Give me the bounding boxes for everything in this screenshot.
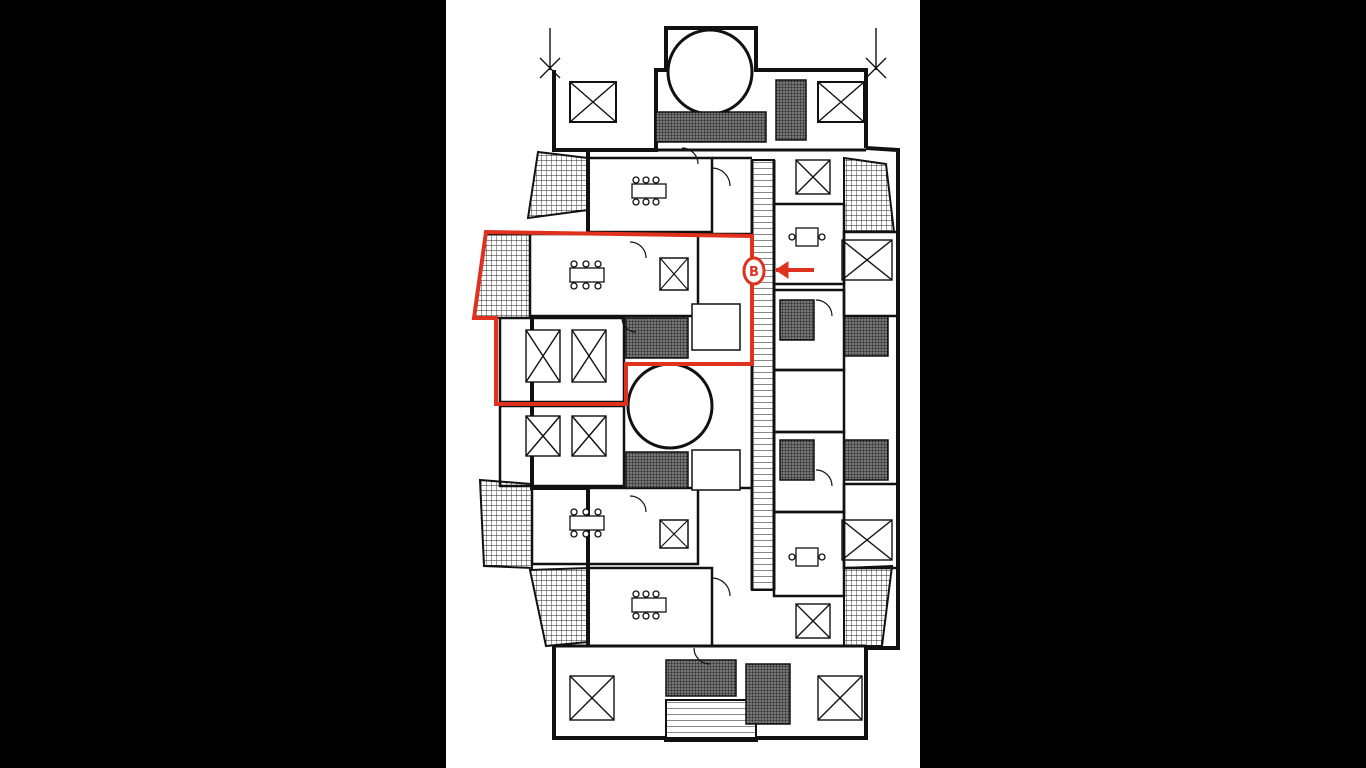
dining-tables xyxy=(569,176,826,620)
dining-table xyxy=(569,260,605,290)
dining-room-3 xyxy=(530,486,700,566)
balcony-w-lower xyxy=(478,478,533,570)
bathroom-1 xyxy=(625,317,689,359)
south-wing-wall xyxy=(552,646,868,742)
floor-plan-sheet: B xyxy=(446,0,920,768)
central-corridor xyxy=(750,159,776,591)
unit-marker: B xyxy=(742,256,766,286)
door-swings xyxy=(621,147,833,665)
north-wing xyxy=(554,28,866,160)
balcony-nw xyxy=(526,150,589,220)
bedrooms xyxy=(525,159,893,721)
dining-table xyxy=(788,227,826,247)
dining-table xyxy=(631,590,667,620)
south-wing xyxy=(554,644,866,739)
corridor-strip xyxy=(751,159,775,591)
round-tower-center xyxy=(626,362,714,450)
dining-table xyxy=(631,176,667,206)
east-wall xyxy=(865,146,900,650)
compass-marks xyxy=(539,28,887,79)
marker-label: B xyxy=(749,265,759,280)
arrow-left-icon xyxy=(775,261,814,279)
dining-table xyxy=(569,508,605,538)
east-units xyxy=(772,202,900,598)
dining-table xyxy=(788,547,826,567)
bathroom-2 xyxy=(625,451,689,489)
balcony-sw xyxy=(528,566,589,648)
round-tower-north xyxy=(666,28,754,116)
floor-plan: B xyxy=(471,26,900,742)
marker-ring xyxy=(742,256,766,286)
dining-room-1 xyxy=(586,156,714,234)
balcony-se xyxy=(843,564,894,647)
kitchen-north xyxy=(655,111,767,143)
balcony-ne xyxy=(843,156,896,233)
